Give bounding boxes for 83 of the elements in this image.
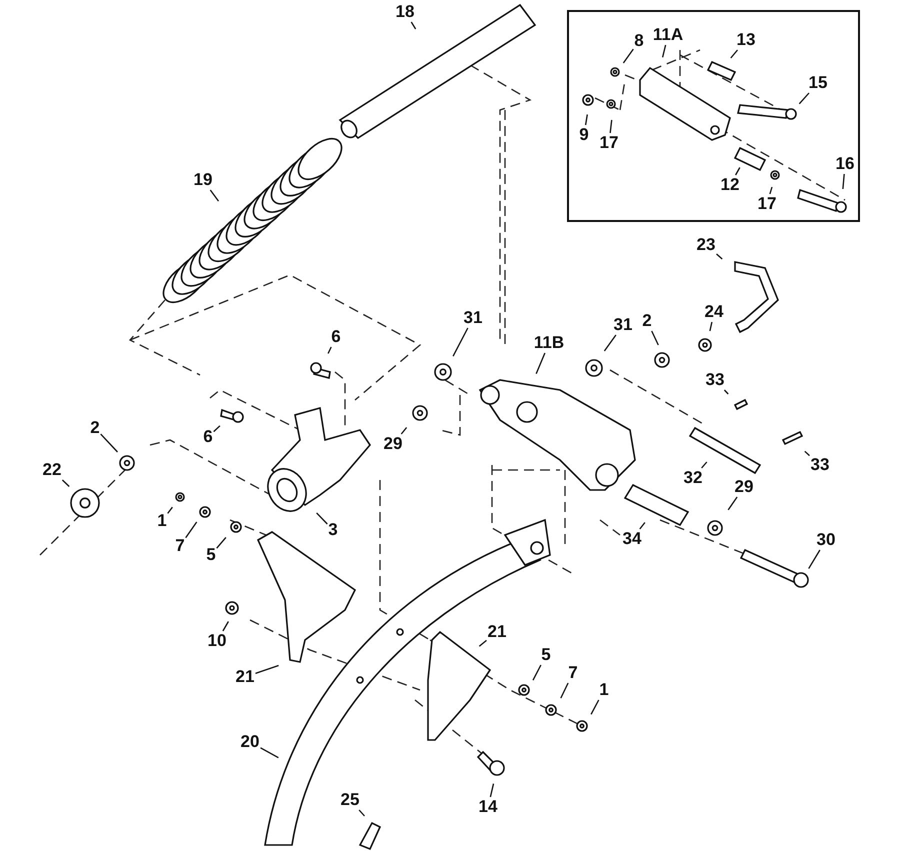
leader-line [701,462,708,468]
leader-line [452,328,468,356]
leader-line [222,621,229,632]
leader-line [358,810,365,816]
callout-number: 34 [622,530,642,548]
leader-line [716,254,723,260]
leader-line [328,346,332,354]
leader-line [709,322,713,332]
leader-line [798,92,810,104]
callout-number: 18 [396,3,414,21]
callout-number: 10 [208,632,226,650]
leader-line [730,50,738,58]
callout-number: 2 [90,419,100,437]
leader-line [622,48,634,64]
callout-number: 12 [720,176,740,194]
callout-number: 15 [808,74,828,92]
callout-number: 33 [706,371,724,389]
callout-number: 14 [478,798,498,816]
leader-line [210,190,220,202]
leader-line [100,434,118,452]
leader-line [255,664,279,674]
callout-number: 20 [240,733,260,751]
callout-number: 24 [704,303,724,321]
callout-number: 22 [42,461,62,479]
callout-number: 21 [488,623,506,641]
callout-number: 30 [816,531,836,549]
leader-line [490,784,494,798]
leader-line [167,506,173,514]
callout-number: 33 [810,456,830,474]
leader-line [584,114,588,126]
callout-number: 13 [736,31,756,49]
leader-line [842,174,845,190]
callout-number: 32 [684,469,702,487]
callout-number: 19 [194,171,212,189]
callout-number: 17 [600,134,618,152]
leader-line [724,390,729,394]
callout-number: 1 [157,512,167,530]
callout-number: 6 [203,428,213,446]
callout-number: 29 [734,478,754,496]
callout-number: 3 [328,521,338,539]
leader-line [735,167,740,176]
leader-line [478,640,487,647]
callout-number: 11A [652,26,684,44]
leader-line [400,427,408,434]
leader-line [260,747,279,758]
callout-number: 1 [599,681,609,699]
leader-line [728,496,738,510]
callout-number: 5 [541,646,551,664]
inset-frame [567,10,860,222]
callout-number: 11B [534,334,564,352]
callout-number: 6 [331,328,341,346]
callout-number: 7 [175,537,185,555]
leader-line [639,522,646,530]
callout-number: 9 [579,126,589,144]
callout-number: 29 [384,435,402,453]
leader-line [604,334,616,352]
leader-line [610,120,612,134]
callout-number: 16 [836,155,854,173]
callout-number: 23 [696,236,716,254]
leader-line [216,536,226,549]
callout-number: 7 [568,664,578,682]
leader-line [213,425,220,432]
leader-line [560,682,569,698]
callout-number: 25 [340,791,360,809]
leader-line [662,44,666,58]
leader-line [410,22,416,30]
callout-number: 2 [642,312,652,330]
leader-line [769,186,773,194]
callout-number: 31 [614,316,632,334]
leader-line [808,550,820,569]
callout-number: 17 [758,195,776,213]
leader-line [804,450,810,456]
leader-line [185,522,198,538]
leader-line [62,480,70,487]
leader-line [316,512,328,524]
leader-line [590,700,600,715]
callout-number: 5 [206,546,216,564]
callout-number: 31 [464,309,482,327]
leader-line [536,352,546,374]
leader-line [532,664,542,680]
callout-number: 21 [236,668,254,686]
callout-number: 8 [634,32,644,50]
leader-line [651,330,659,346]
